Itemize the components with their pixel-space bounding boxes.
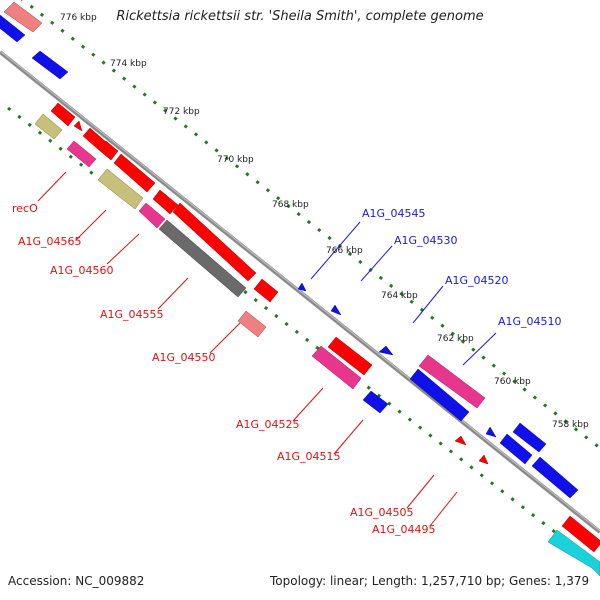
gene-label[interactable]: A1G_04495	[372, 523, 436, 536]
leader-line	[157, 277, 189, 310]
leader-line	[333, 419, 364, 455]
scale-labels: 776 kbp 774 kbp 772 kbp 770 kbp 768 kbp …	[60, 13, 589, 430]
leader-line	[462, 332, 497, 366]
sequence-backbone	[0, 50, 600, 534]
gene-label[interactable]: A1G_04560	[50, 264, 114, 277]
accession-label: Accession: NC_009882	[8, 574, 145, 588]
scale-label: 758 kbp	[552, 420, 589, 430]
leader-line	[292, 387, 324, 422]
gene-arrow[interactable]	[253, 278, 279, 303]
reverse-leader-lines	[37, 171, 458, 527]
leader-line	[209, 322, 241, 354]
gene-arrow[interactable]	[31, 50, 69, 80]
gene-arrow[interactable]	[362, 390, 389, 414]
gene-arrow[interactable]	[50, 102, 76, 127]
scale-label: 772 kbp	[163, 107, 200, 117]
gene-arrow[interactable]	[138, 202, 166, 229]
genome-summary: Topology: linear; Length: 1,257,710 bp; …	[270, 574, 590, 588]
gene-arrow[interactable]	[409, 368, 470, 422]
gene-arrow[interactable]	[485, 426, 497, 438]
gene-arrow[interactable]	[561, 515, 600, 553]
gene-arrow[interactable]	[418, 354, 486, 409]
gene-label[interactable]: A1G_04520	[445, 274, 509, 287]
forward-leader-lines	[310, 221, 497, 366]
forward-gene-labels: A1G_04545 A1G_04530 A1G_04520 A1G_04510	[362, 207, 562, 328]
scale-label: 766 kbp	[326, 246, 363, 256]
gene-label[interactable]: A1G_04515	[277, 450, 341, 463]
scale-label: 760 kbp	[494, 377, 531, 387]
gene-arrow[interactable]	[378, 345, 394, 356]
gene-arrow[interactable]	[311, 345, 362, 390]
reverse-pink-features	[66, 140, 362, 390]
leader-line	[106, 233, 140, 265]
scale-label: 764 kbp	[381, 291, 418, 301]
gene-label[interactable]: A1G_04555	[100, 308, 164, 321]
reverse-gray-features	[158, 219, 247, 298]
gene-arrow[interactable]	[327, 336, 373, 376]
leader-line	[406, 474, 435, 509]
gene-arrow[interactable]	[512, 422, 547, 453]
gene-arrow[interactable]	[478, 454, 489, 465]
gene-label[interactable]: A1G_04510	[498, 315, 562, 328]
gene-arrow[interactable]	[499, 433, 533, 465]
sequence-backbone-highlight	[0, 50, 600, 532]
gene-label[interactable]: A1G_04525	[236, 418, 300, 431]
scale-label: 762 kbp	[437, 334, 474, 344]
gene-arrow[interactable]	[34, 113, 63, 140]
gene-label[interactable]: A1G_04550	[152, 351, 216, 364]
gene-arrow[interactable]	[531, 456, 579, 499]
gene-arrow[interactable]	[454, 435, 467, 446]
leader-line	[429, 491, 458, 527]
scale-label: 768 kbp	[272, 200, 309, 210]
leader-line	[360, 245, 393, 282]
gene-label[interactable]: A1G_04565	[18, 235, 82, 248]
reverse-gene-labels: recO A1G_04565 A1G_04560 A1G_04555 A1G_0…	[12, 202, 436, 536]
gene-arrow[interactable]	[237, 310, 267, 338]
gene-arrow[interactable]	[0, 14, 26, 43]
gene-arrow[interactable]	[3, 1, 43, 33]
scale-label: 776 kbp	[60, 13, 97, 23]
gene-arrow[interactable]	[66, 140, 97, 168]
gene-arrow[interactable]	[113, 153, 156, 193]
gene-label[interactable]: A1G_04530	[394, 234, 458, 247]
map-title: Rickettsia rickettsii str. 'Sheila Smith…	[116, 9, 484, 24]
gene-arrow[interactable]	[73, 120, 83, 132]
gene-arrow[interactable]	[97, 168, 144, 210]
gene-arrow[interactable]	[158, 219, 247, 298]
gene-arrow[interactable]	[172, 202, 257, 282]
leader-line	[75, 209, 107, 241]
leader-line	[310, 221, 361, 280]
leader-line	[37, 171, 67, 202]
forward-salmon-features	[3, 1, 43, 33]
forward-pink-features	[418, 354, 486, 409]
gene-arrow[interactable]	[152, 189, 179, 215]
scale-label: 770 kbp	[217, 155, 254, 165]
leader-line	[412, 285, 444, 324]
reverse-blue-features	[362, 390, 389, 414]
gene-label[interactable]: A1G_04505	[350, 506, 414, 519]
forward-strand-features	[0, 14, 579, 499]
gene-arrow[interactable]	[547, 529, 600, 577]
reverse-red-features	[50, 102, 600, 553]
reverse-cyan-features	[547, 529, 600, 577]
tick-track-lower	[7, 106, 600, 569]
gene-label[interactable]: recO	[12, 202, 38, 215]
gene-arrow[interactable]	[330, 304, 342, 316]
reverse-salmon-features	[237, 310, 267, 338]
gene-label[interactable]: A1G_04545	[362, 207, 426, 220]
scale-label: 774 kbp	[110, 59, 147, 69]
gene-arrow[interactable]	[297, 282, 307, 292]
gene-arrow[interactable]	[98, 140, 119, 161]
reverse-olive-features	[34, 113, 144, 210]
